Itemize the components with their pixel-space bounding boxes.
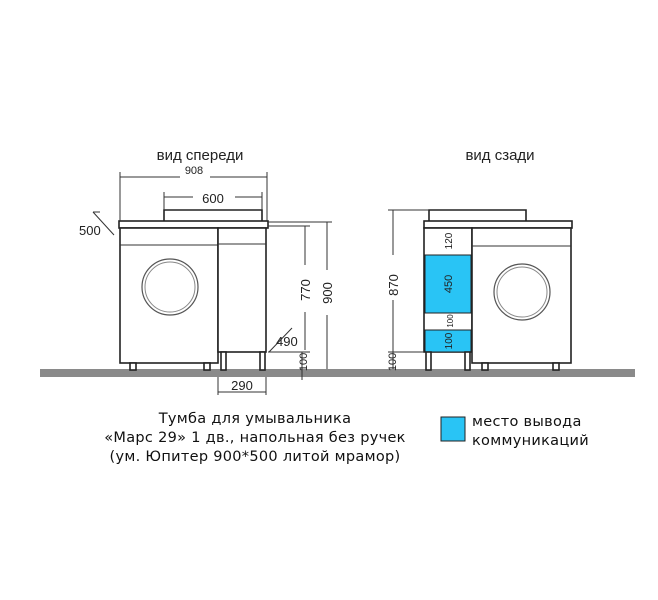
front-view-title: вид спереди [157,147,244,164]
legend-swatch [440,416,466,442]
dim-290: 290 [231,378,253,393]
product-caption: Тумба для умывальника «Марс 29» 1 дв., н… [90,410,420,467]
caption-line-1: Тумба для умывальника [158,411,352,427]
dim-500: 500 [79,223,101,238]
back-view: 870 100 120 450 100 100 [386,209,573,371]
caption-line-2: «Марс 29» 1 дв., напольная без ручек [104,430,406,446]
washer-door [141,258,199,316]
section-120: 120 [444,232,455,249]
section-100-b: 100 [444,332,455,349]
dim-100-front: 100 [298,353,310,371]
dim-870: 870 [386,274,401,296]
dim-600: 600 [202,191,224,206]
dim-490: 490 [276,334,298,349]
dim-770: 770 [298,279,313,301]
legend-line-2: коммуникаций [472,433,589,449]
section-100-a: 100 [446,314,455,328]
section-450: 450 [443,275,455,293]
utility-zone-450 [424,254,472,314]
dim-100-back: 100 [387,353,399,371]
washer-door-back [493,263,551,321]
legend-label: место вывода коммуникаций [472,413,589,451]
back-view-title: вид сзади [465,147,534,164]
front-view: 908 600 500 490 290 770 900 100 [79,165,335,395]
floor [40,369,635,377]
caption-line-3: (ум. Юпитер 900*500 литой мрамор) [109,449,401,465]
utility-zone-100 [424,329,472,353]
dim-908: 908 [185,165,203,177]
legend-line-1: место вывода [472,414,582,430]
dim-900: 900 [320,282,335,304]
